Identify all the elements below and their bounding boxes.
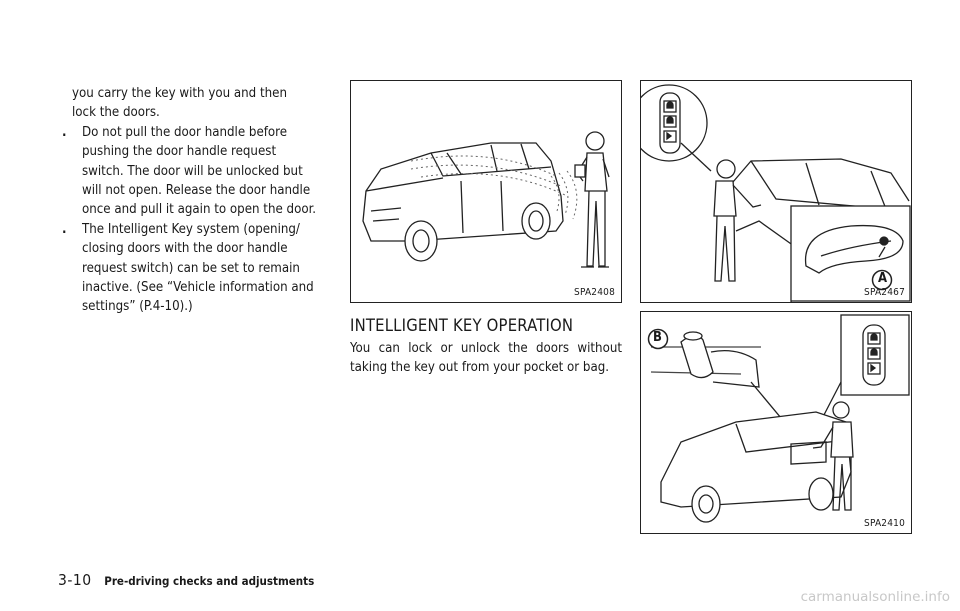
- page-footer: 3-10 Pre-driving checks and adjustments: [58, 570, 314, 589]
- back-door-illustration: [650, 314, 910, 523]
- watermark: carmanualsonline.info: [800, 589, 950, 605]
- text-line: you carry the key with you and then: [72, 86, 287, 101]
- section-heading: INTELLIGENT KEY OPERATION: [350, 316, 574, 335]
- figure-code: SPA2410: [864, 518, 905, 529]
- text-line: inactive. (See “Vehicle information and: [82, 280, 314, 296]
- callout-a-badge: [871, 269, 893, 291]
- figure-approach-vehicle: SPA2408: [350, 80, 622, 303]
- text-line: once and pull it again to open the door.: [82, 202, 317, 218]
- bullet-item: . The Intelligent Key system (opening/ c…: [58, 220, 330, 317]
- van-approach-illustration: [362, 131, 610, 268]
- text-line: will not open. Release the door handle: [82, 183, 311, 199]
- bullet-marker: .: [62, 124, 67, 140]
- left-column-text: you carry the key with you and then lock…: [58, 84, 330, 317]
- callout-a-label: A: [878, 271, 888, 286]
- page-number: 3-10: [58, 571, 92, 589]
- figure-door-handle-switch: A SPA2467: [640, 80, 912, 303]
- text-line: request switch) can be set to remain: [82, 260, 300, 276]
- callout-b-badge: [647, 328, 669, 350]
- text-line: lock the doors.: [72, 105, 160, 121]
- figure-code: SPA2408: [574, 287, 615, 298]
- text-line: pushing the door handle request: [82, 144, 277, 160]
- text-line: settings” (P.4-10).): [82, 299, 193, 315]
- text-line: switch. The door will be unlocked but: [82, 163, 303, 179]
- text-line: The Intelligent Key system (opening/: [82, 221, 300, 237]
- figure-back-door-opener: B SPA2410: [640, 311, 912, 534]
- figure-code: SPA2467: [864, 287, 905, 298]
- text-line: closing doors with the door handle: [82, 241, 288, 257]
- bullet-marker: .: [62, 221, 67, 237]
- callout-b-label: B: [653, 330, 662, 345]
- section-paragraph: You can lock or unlock the doors without…: [350, 341, 622, 376]
- chapter-title: Pre-driving checks and adjustments: [104, 574, 315, 588]
- text-line: Do not pull the door handle before: [82, 124, 288, 140]
- bullet-item: . Do not pull the door handle before pus…: [58, 123, 330, 220]
